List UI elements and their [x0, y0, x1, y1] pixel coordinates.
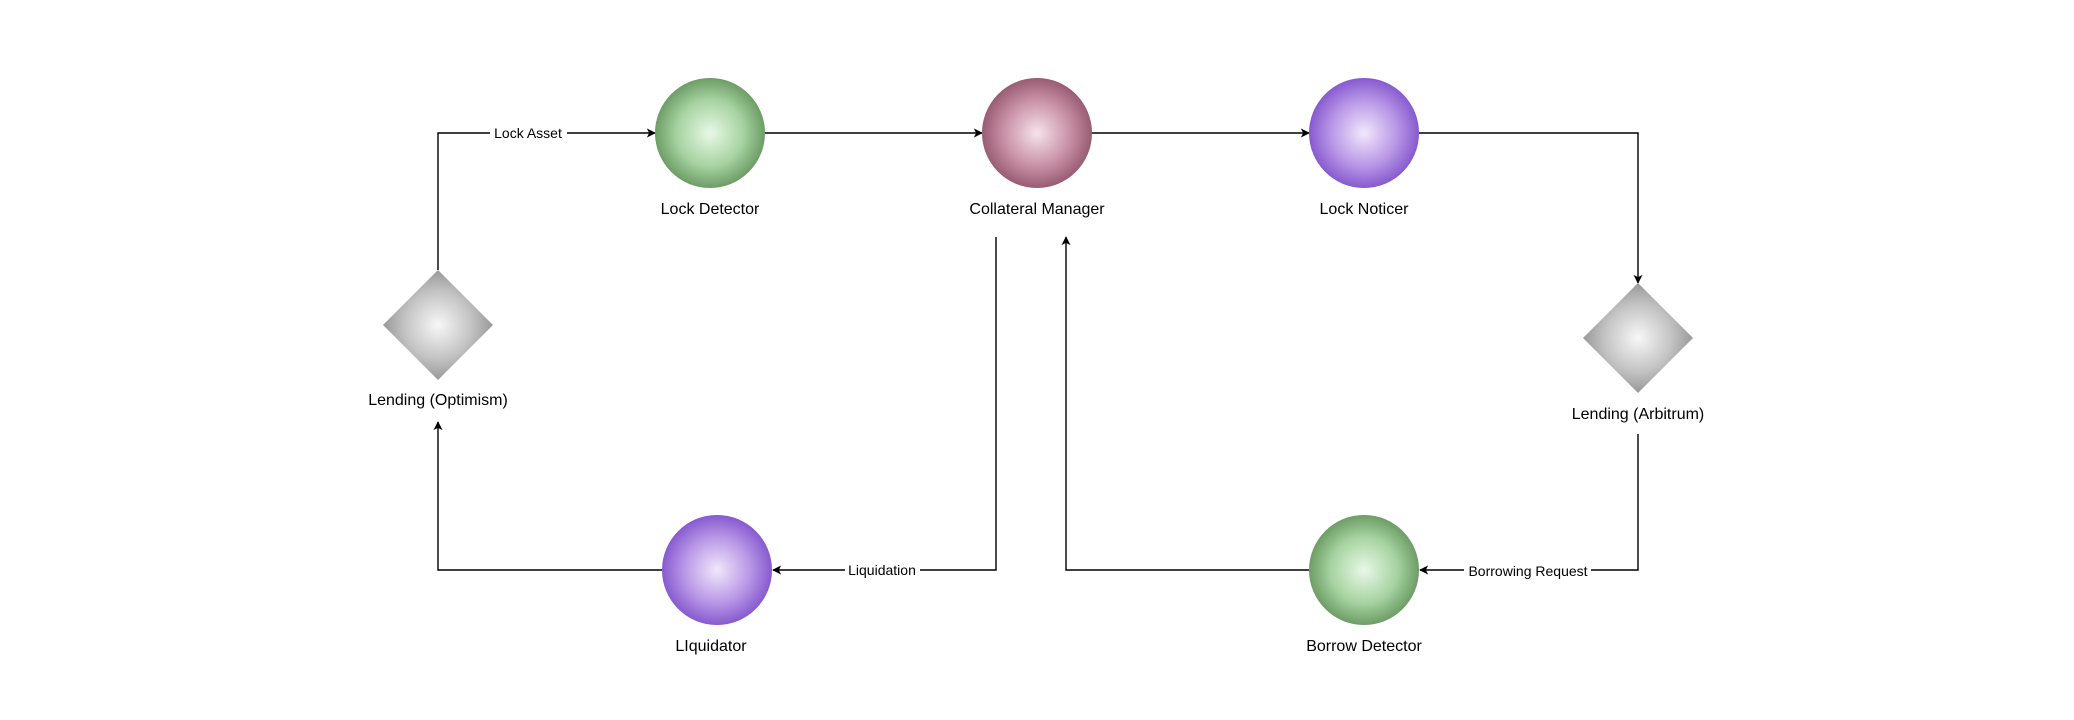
connector-lock-asset[interactable]: [437, 128, 656, 270]
circle-shape-borrow-detector[interactable]: [1309, 515, 1419, 625]
circle-shape-lock-noticer[interactable]: [1309, 78, 1419, 188]
circle-shape-lock-detector[interactable]: [655, 78, 765, 188]
node-label-collateral-manager: Collateral Manager: [969, 201, 1105, 218]
node-label-liquidator: LIquidator: [675, 638, 747, 655]
node-label-lock-detector: Lock Detector: [661, 201, 760, 218]
node-label-lending-optimism: Lending (Optimism): [368, 392, 508, 409]
edge-label-lock-asset-bg: [490, 124, 567, 142]
edge-labels: Lock Asset Liquidation Borrowing Request: [490, 124, 1591, 580]
edge-label-borrowing-request: Borrowing Request: [1468, 563, 1587, 579]
node-label-borrow-detector: Borrow Detector: [1306, 638, 1422, 655]
diamond-shape-lending-optimism[interactable]: [383, 270, 493, 380]
node-collateral-manager[interactable]: Collateral Manager: [969, 78, 1105, 218]
diamond-shape-lending-arbitrum[interactable]: [1583, 283, 1693, 393]
node-label-lending-arbitrum: Lending (Arbitrum): [1572, 406, 1705, 423]
node-lending-optimism[interactable]: Lending (Optimism): [368, 270, 508, 409]
nodes: Lending (Optimism) Lock Detector Collate…: [368, 78, 1704, 655]
node-borrow-detector[interactable]: Borrow Detector: [1306, 515, 1422, 655]
node-lock-detector[interactable]: Lock Detector: [655, 78, 765, 218]
connector-liquidator-to-optimism[interactable]: [433, 421, 662, 571]
edge-label-lock-asset-group: Lock Asset: [490, 124, 567, 142]
circle-shape-liquidator[interactable]: [662, 515, 772, 625]
node-label-lock-noticer: Lock Noticer: [1320, 201, 1410, 218]
edge-label-borrowing-request-group: Borrowing Request: [1464, 562, 1591, 580]
edge-label-borrowing-request-bg: [1464, 562, 1591, 580]
edge-label-liquidation: Liquidation: [848, 562, 916, 578]
node-lending-arbitrum[interactable]: Lending (Arbitrum): [1572, 283, 1705, 423]
connectors: [433, 128, 1643, 575]
edge-label-lock-asset: Lock Asset: [494, 125, 562, 141]
edge-label-liquidation-group: Liquidation: [845, 561, 920, 579]
connector-noticer-to-arbitrum[interactable]: [1419, 132, 1643, 284]
circle-shape-collateral-manager[interactable]: [982, 78, 1092, 188]
connector-borrow-to-manager[interactable]: [1061, 236, 1309, 571]
node-lock-noticer[interactable]: Lock Noticer: [1309, 78, 1419, 218]
connector-liquidation[interactable]: [772, 237, 997, 575]
edge-label-liquidation-bg: [845, 561, 920, 579]
node-liquidator[interactable]: LIquidator: [662, 515, 772, 655]
connector-borrowing-request[interactable]: [1419, 434, 1639, 575]
